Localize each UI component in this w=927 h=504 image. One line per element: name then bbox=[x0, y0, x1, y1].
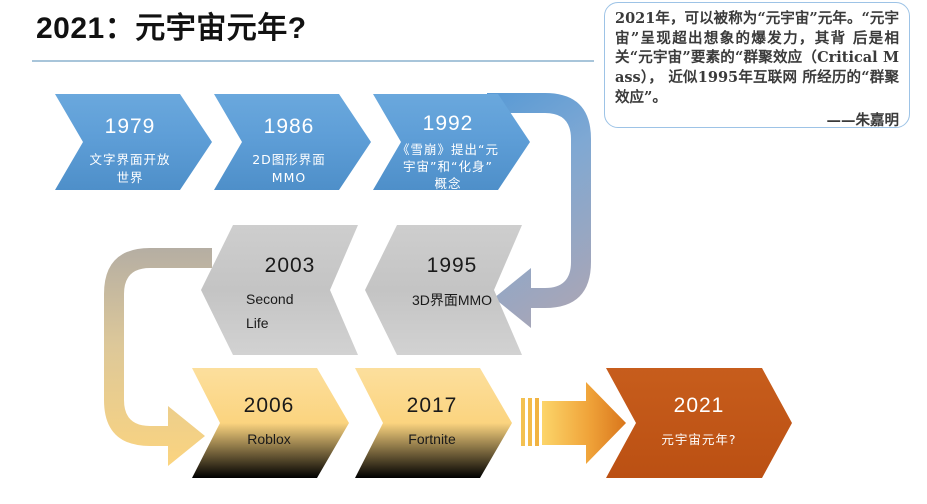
timeline-item-2003-year: 2003 bbox=[265, 254, 316, 277]
timeline-item-1992-desc-line-1: 《雪崩》提出“元 bbox=[397, 142, 499, 157]
timeline-row-blue: 1979 文字界面开放 世界 1986 2D图形界面 MMO 1992 《雪崩》… bbox=[55, 94, 530, 191]
page-title-block: 2021：元宇宙元年? bbox=[36, 12, 596, 47]
timeline-item-1995-year: 1995 bbox=[427, 254, 478, 277]
quote-author: ——朱嘉明 bbox=[826, 111, 900, 129]
timeline-item-2017-desc-line-1: Fortnite bbox=[408, 431, 456, 447]
timeline-item-2003-desc-line-2: Life bbox=[246, 315, 269, 331]
connector-yellow-to-final bbox=[521, 382, 626, 464]
timeline-item-1979-desc-line-1: 文字界面开放 bbox=[89, 152, 170, 167]
timeline-item-1992[interactable]: 1992 《雪崩》提出“元 宇宙”和“化身” 概念 bbox=[373, 94, 530, 191]
connector-gray-to-yellow bbox=[104, 248, 212, 466]
timeline-item-1992-desc-line-2: 宇宙”和“化身” bbox=[403, 159, 493, 174]
timeline-row-gray: 2003 Second Life 1995 3D界面MMO bbox=[201, 225, 522, 355]
timeline-item-2021-desc-line-1: 元宇宙元年? bbox=[661, 432, 736, 447]
connector-blue-to-gray bbox=[487, 93, 591, 328]
timeline-item-1986-desc-line-1: 2D图形界面 bbox=[252, 152, 326, 167]
timeline-item-2006[interactable]: 2006 Roblox bbox=[192, 368, 349, 478]
quote-text: 2021年，可以被称为“元宇宙”元年。“元宇宙”呈现超出想象的爆发力，其背 后是… bbox=[615, 10, 899, 106]
title-divider bbox=[32, 60, 594, 62]
timeline-item-1992-desc-line-3: 概念 bbox=[434, 176, 461, 191]
timeline-item-1986-year: 1986 bbox=[264, 115, 315, 138]
timeline-item-1986[interactable]: 1986 2D图形界面 MMO bbox=[214, 94, 371, 190]
page-title: 2021：元宇宙元年? bbox=[36, 12, 307, 45]
timeline-item-1995[interactable]: 1995 3D界面MMO bbox=[365, 225, 522, 355]
timeline-item-1979-desc-line-2: 世界 bbox=[116, 170, 143, 185]
timeline-item-1995-desc-line-1: 3D界面MMO bbox=[412, 292, 492, 308]
timeline-item-2006-year: 2006 bbox=[244, 394, 295, 417]
timeline-item-1986-desc-line-2: MMO bbox=[272, 170, 306, 185]
timeline-item-2021-year: 2021 bbox=[674, 394, 725, 417]
timeline-row-yellow: 2006 Roblox 2017 Fortnite bbox=[192, 368, 512, 478]
timeline-item-2003[interactable]: 2003 Second Life bbox=[201, 225, 358, 355]
timeline-item-2006-desc-line-1: Roblox bbox=[247, 431, 291, 447]
quote-callout: 2021年，可以被称为“元宇宙”元年。“元宇宙”呈现超出想象的爆发力，其背 后是… bbox=[604, 2, 910, 129]
timeline-item-2017[interactable]: 2017 Fortnite bbox=[355, 368, 512, 478]
timeline-item-2017-year: 2017 bbox=[407, 394, 458, 417]
timeline-item-1992-year: 1992 bbox=[423, 112, 474, 135]
timeline-item-2003-desc-line-1: Second bbox=[246, 291, 293, 307]
timeline-item-1979[interactable]: 1979 文字界面开放 世界 bbox=[55, 94, 212, 190]
timeline-item-1979-year: 1979 bbox=[105, 115, 156, 138]
timeline-item-2021-final[interactable]: 2021 元宇宙元年? bbox=[606, 368, 792, 478]
